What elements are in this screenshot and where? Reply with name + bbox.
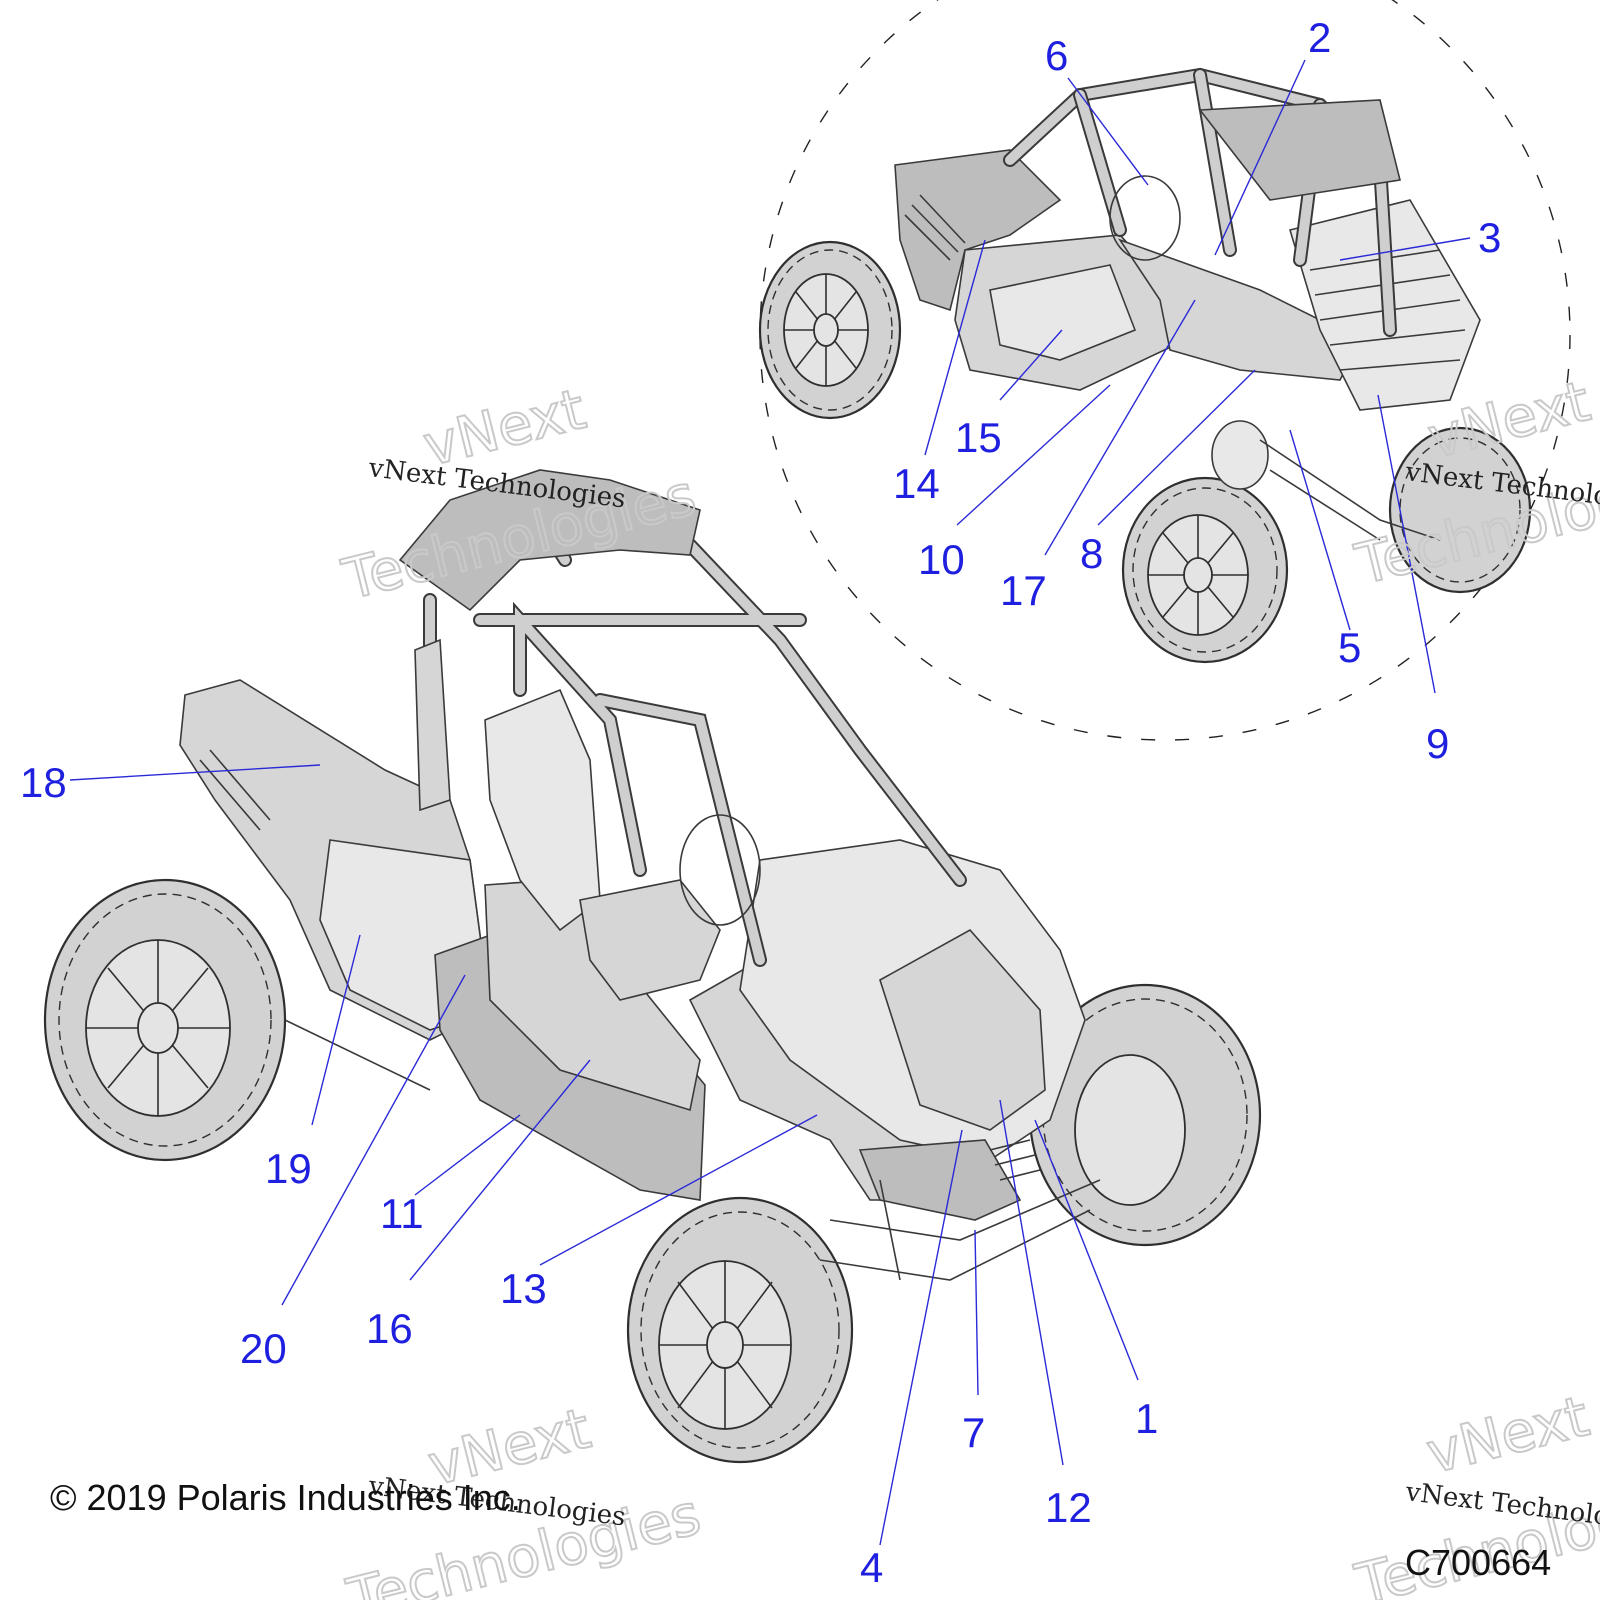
main-wheel-rear-left [43,878,287,1162]
main-steering-wheel [679,814,761,926]
callout-16: 16 [366,1305,413,1352]
leader-11 [414,1114,521,1196]
leader-lines [69,59,1471,1546]
callout-5: 5 [1338,624,1361,671]
leader-5 [1289,429,1351,631]
copyright-notice: © 2019 Polaris Industries Inc. [50,1477,521,1518]
leader-4 [879,1129,963,1546]
leader-13 [539,1114,818,1266]
leader-15 [999,329,1063,401]
callout-17: 17 [1000,567,1047,614]
callout-12: 12 [1045,1484,1092,1531]
leader-9 [1377,394,1436,694]
callout-19: 19 [265,1145,312,1192]
leader-18 [69,764,321,781]
callout-20: 20 [240,1325,287,1372]
leader-20 [281,974,466,1306]
watermark-word1: vNext [1421,1384,1595,1487]
leader-10 [956,384,1111,526]
callout-13: 13 [500,1265,547,1312]
leader-7 [974,1229,979,1396]
callout-18: 18 [20,759,67,806]
leader-17 [1044,299,1196,556]
inset-front-cowl [1117,238,1362,381]
figure-code: C700664 [1405,1542,1551,1583]
main-wheel-front-left [626,1196,854,1464]
leader-19 [311,934,361,1126]
leader-2 [1214,59,1306,256]
inset-exhaust [1211,420,1269,490]
main-seat [484,688,601,932]
callout-4: 4 [860,1544,883,1591]
inset-wheel-rear-left [758,240,902,420]
callout-8: 8 [1080,530,1103,577]
callout-10: 10 [918,536,965,583]
leader-16 [409,1059,591,1281]
callout-11: 11 [380,1190,424,1237]
inset-wheel-rear-right [1388,426,1532,594]
leader-12 [999,1099,1064,1466]
callout-6: 6 [1045,32,1068,79]
rear-view-inset [758,0,1571,741]
main-rear-cargo-box [398,469,701,612]
leader-6 [1067,77,1149,186]
main-vehicle-view [43,469,1262,1464]
callout-numbers: 1 2 3 4 5 6 7 8 9 10 11 12 13 14 15 16 1… [20,14,1501,1591]
leader-1 [1034,1119,1139,1381]
leader-14 [924,239,986,456]
callout-14: 14 [893,460,940,507]
callout-15: 15 [955,414,1002,461]
leader-3 [1339,237,1471,261]
main-front-suspension [819,1179,1101,1281]
callout-2: 2 [1308,14,1331,61]
inset-wheel-front-right [1121,476,1289,664]
callout-9: 9 [1426,720,1449,767]
main-front-light-bar [858,1139,1022,1221]
leader-8 [1097,369,1256,526]
callout-1: 1 [1135,1395,1158,1442]
main-intake-snorkel [414,638,451,812]
callout-7: 7 [962,1409,985,1456]
callout-3: 3 [1478,214,1501,261]
inset-steering-wheel [1109,175,1181,261]
